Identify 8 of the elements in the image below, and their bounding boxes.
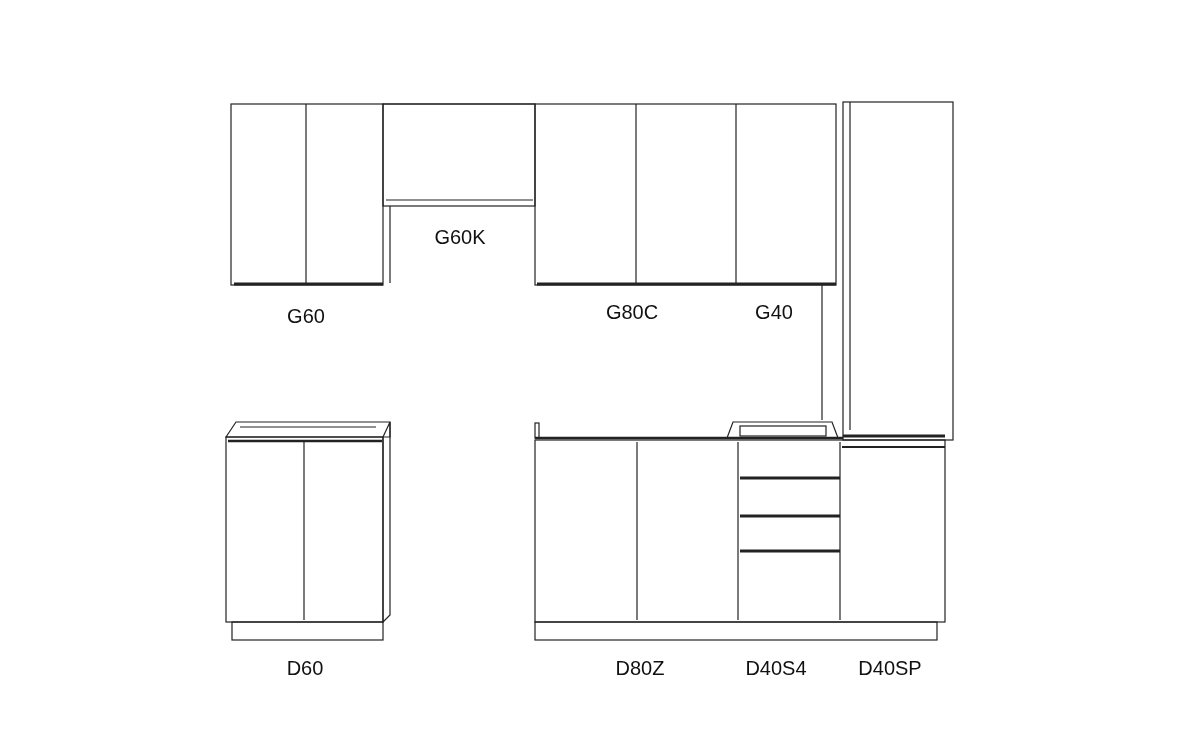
cabinet-code: D40SP xyxy=(858,656,922,680)
cabinet-code: D80Z xyxy=(615,656,665,680)
cabinet-code: G80C xyxy=(605,300,659,324)
cabinet-code: G60K xyxy=(434,225,486,249)
cabinet-code: D40S4 xyxy=(745,656,807,680)
cabinet-code: D60 xyxy=(286,656,324,680)
cabinet-code: G60 xyxy=(287,304,325,328)
cabinet-code: G40 xyxy=(755,300,793,324)
